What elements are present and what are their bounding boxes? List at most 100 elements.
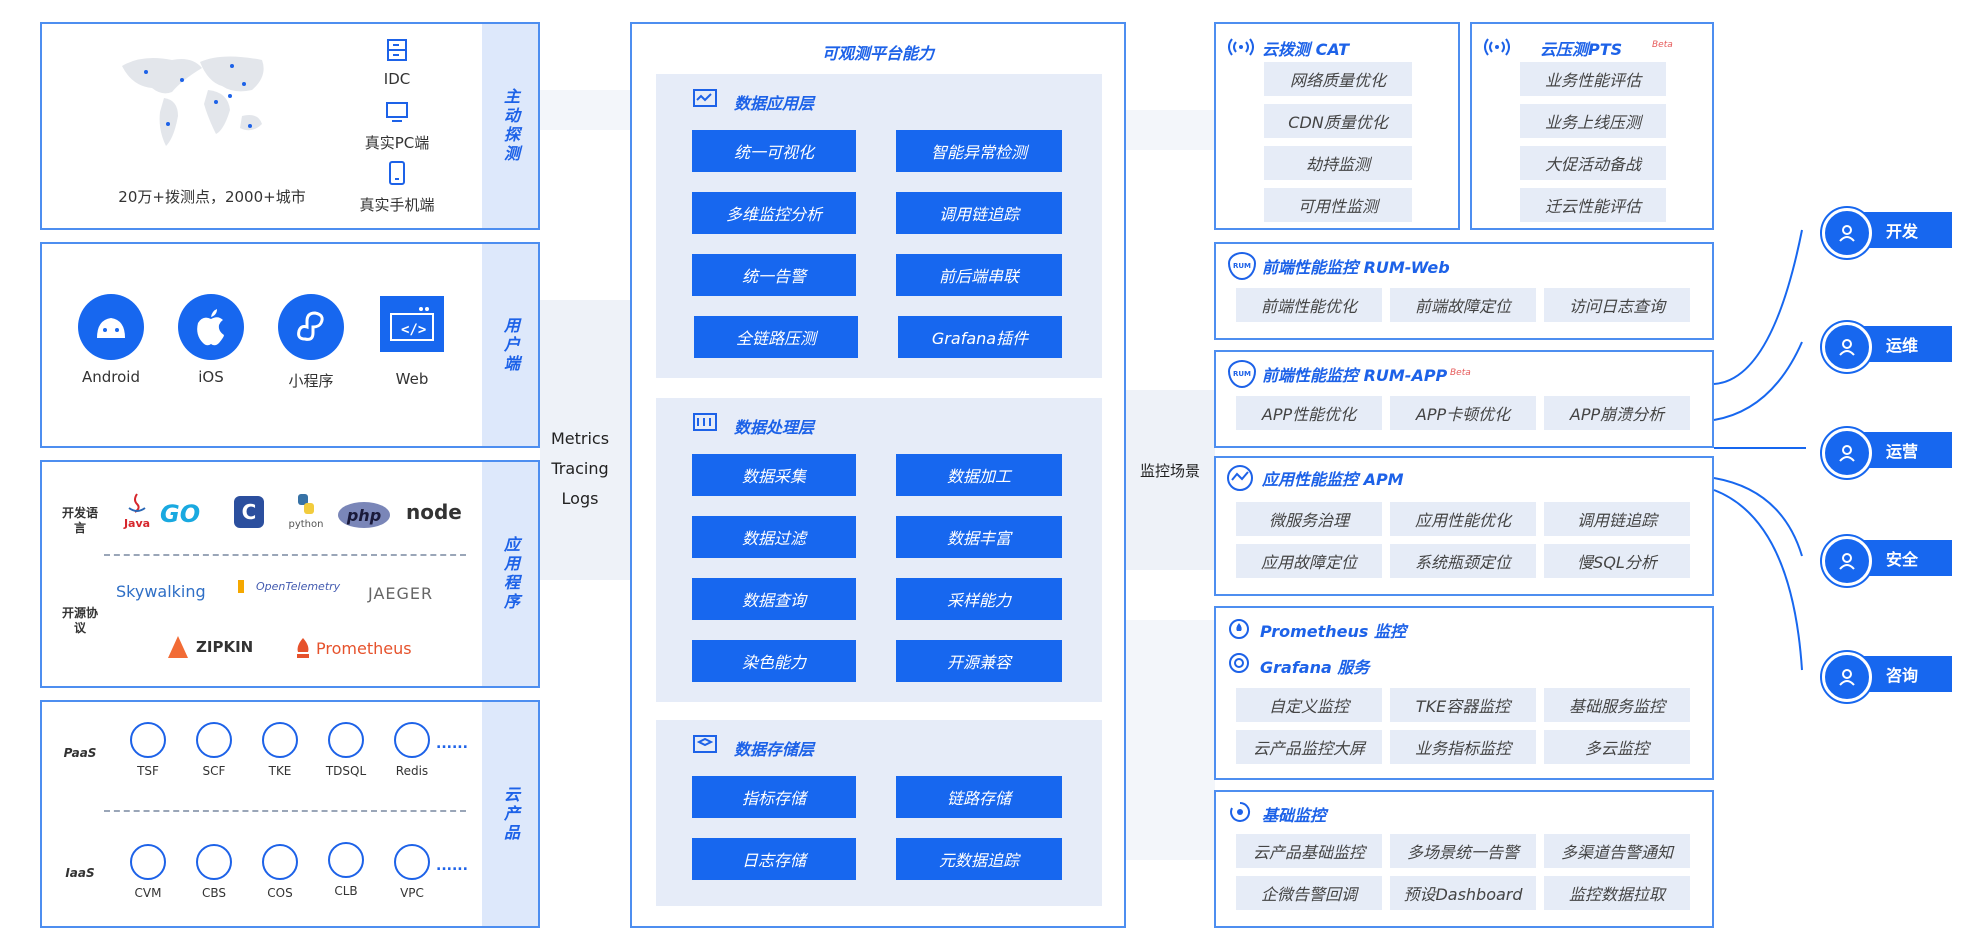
- flow-band: [1125, 110, 1215, 150]
- basic-box: 基础监控 云产品基础监控 多场景统一告警 多渠道告警通知 企微告警回调 预设Da…: [1214, 790, 1714, 928]
- scene-item: 前端故障定位: [1390, 288, 1536, 322]
- signal-icon: [1228, 38, 1254, 56]
- paas-tdsql: TDSQL: [318, 722, 374, 778]
- scene-item: 预设Dashboard: [1390, 876, 1536, 910]
- capability-item: 数据加工: [896, 454, 1062, 496]
- mini-program-label: 小程序: [288, 372, 334, 390]
- layer-storage: 数据存储层 指标存储 链路存储 日志存储 元数据追踪: [656, 720, 1102, 906]
- layer-processing-title: 数据处理层: [734, 418, 815, 437]
- scene-item: 微服务治理: [1236, 502, 1382, 536]
- flow-band: [540, 90, 630, 130]
- redis-icon: [394, 722, 430, 758]
- grafana-icon: [1229, 653, 1249, 673]
- tab-active-probe: 主动探测: [482, 24, 538, 228]
- scene-item: 网络质量优化: [1264, 62, 1412, 96]
- scene-item: 迁云性能评估: [1520, 188, 1666, 222]
- scene-item: 云产品监控大屏: [1236, 730, 1382, 764]
- tab-apps: 应用程序: [482, 462, 538, 686]
- user-side-box: Android iOS 小程序 </> Web: [40, 242, 540, 448]
- web-label: Web: [395, 370, 429, 388]
- prometheus-icon: [1229, 619, 1249, 639]
- python-logo: python: [286, 492, 326, 530]
- scene-item: 业务性能评估: [1520, 62, 1666, 96]
- apm-title: 应用性能监控 APM: [1262, 470, 1404, 489]
- paas-redis: Redis: [384, 722, 440, 778]
- scene-item: 多场景统一告警: [1390, 834, 1536, 868]
- iaas-label: IaaS: [65, 866, 95, 880]
- capability-item: 链路存储: [896, 776, 1062, 818]
- beta-badge: Beta: [1652, 40, 1673, 50]
- capability-item: 数据查询: [692, 578, 856, 620]
- iaas-cbs: CBS: [186, 844, 242, 900]
- world-map-icon: [122, 56, 264, 146]
- scene-item: APP卡顿优化: [1390, 396, 1536, 430]
- rum-web-box: RUM 前端性能监控 RUM-Web 前端性能优化 前端故障定位 访问日志查询: [1214, 242, 1714, 340]
- paas-tsf: TSF: [120, 722, 176, 778]
- scene-item: APP性能优化: [1236, 396, 1382, 430]
- node-logo: node: [406, 500, 462, 524]
- go-logo: GO: [160, 500, 201, 528]
- capability-item: 统一可视化: [692, 130, 856, 172]
- cbs-icon: [196, 844, 232, 880]
- grafana-title: Grafana 服务: [1260, 658, 1370, 677]
- capability-item: 元数据追踪: [896, 838, 1062, 880]
- rum-web-title: 前端性能监控 RUM-Web: [1262, 258, 1450, 277]
- scene-item: 大促活动备战: [1520, 146, 1666, 180]
- capability-item: 染色能力: [692, 640, 856, 682]
- server-icon: [387, 39, 407, 61]
- capability-item: 数据过滤: [692, 516, 856, 558]
- iaas-vpc: VPC: [384, 844, 440, 900]
- processing-layer-icon: [693, 413, 717, 431]
- scene-item: CDN质量优化: [1264, 104, 1412, 138]
- capability-item: 多维监控分析: [692, 192, 856, 234]
- scf-icon: [196, 722, 232, 758]
- scene-item: 访问日志查询: [1544, 288, 1690, 322]
- tab-cloud: 云产品: [482, 702, 538, 926]
- user-icon: [1822, 536, 1872, 586]
- iaas-clb: CLB: [318, 842, 374, 898]
- apps-box: 开发语言 Java GO C python php node 开源协议 Skyw…: [40, 460, 540, 688]
- zipkin-logo: ZIPKIN: [166, 634, 253, 660]
- svg-text:</>: </>: [401, 322, 426, 338]
- scene-item: 前端性能优化: [1236, 288, 1382, 322]
- skywalking-logo: Skywalking: [116, 582, 206, 601]
- mini-program-icon: [278, 294, 344, 360]
- open-proto-label: 开源协议: [61, 606, 98, 635]
- idc-label: IDC: [383, 70, 411, 88]
- pc-label: 真实PC端: [364, 134, 430, 152]
- scene-item: 劫持监测: [1264, 146, 1412, 180]
- capability-item: Grafana插件: [898, 316, 1062, 358]
- capability-item: 调用链追踪: [896, 192, 1062, 234]
- scene-item: 多云监控: [1544, 730, 1690, 764]
- signal-icon: [1484, 38, 1510, 56]
- user-icon: [1822, 208, 1872, 258]
- active-probe-box: 20万+拨测点，2000+城市 IDC 真实PC端 真实手机端: [40, 22, 540, 230]
- layer-storage-title: 数据存储层: [734, 740, 815, 759]
- scene-item: 应用故障定位: [1236, 544, 1382, 578]
- java-logo: Java: [120, 492, 154, 530]
- platform-title: 可观测平台能力: [821, 44, 934, 63]
- scene-item: 业务上线压测: [1520, 104, 1666, 138]
- vpc-icon: [394, 844, 430, 880]
- scene-item: 企微告警回调: [1236, 876, 1382, 910]
- capability-item: 采样能力: [896, 578, 1062, 620]
- layer-app-title: 数据应用层: [734, 94, 815, 113]
- prometheus-logo: Prometheus: [294, 636, 412, 660]
- php-logo: php: [338, 502, 390, 528]
- scene-item: 可用性监测: [1264, 188, 1412, 222]
- iaas-more: ......: [436, 858, 468, 874]
- flow-band: [1125, 390, 1215, 570]
- capability-item: 前后端串联: [896, 254, 1062, 296]
- scene-item: 云产品基础监控: [1236, 834, 1382, 868]
- prometheus-box: Prometheus 监控 Grafana 服务 自定义监控 TKE容器监控 基…: [1214, 606, 1714, 780]
- scene-item: TKE容器监控: [1390, 688, 1536, 722]
- paas-more: ......: [436, 736, 468, 752]
- capability-item: 统一告警: [692, 254, 856, 296]
- scene-item: 监控数据拉取: [1544, 876, 1690, 910]
- storage-layer-icon: [693, 735, 717, 753]
- capability-item: 数据丰富: [896, 516, 1062, 558]
- android-icon: [78, 294, 144, 360]
- apm-icon: [1227, 465, 1253, 491]
- rum-app-box: RUM 前端性能监控 RUM-APP Beta APP性能优化 APP卡顿优化 …: [1214, 350, 1714, 448]
- layer-processing: 数据处理层 数据采集 数据加工 数据过滤 数据丰富 数据查询 采样能力 染色能力…: [656, 398, 1102, 702]
